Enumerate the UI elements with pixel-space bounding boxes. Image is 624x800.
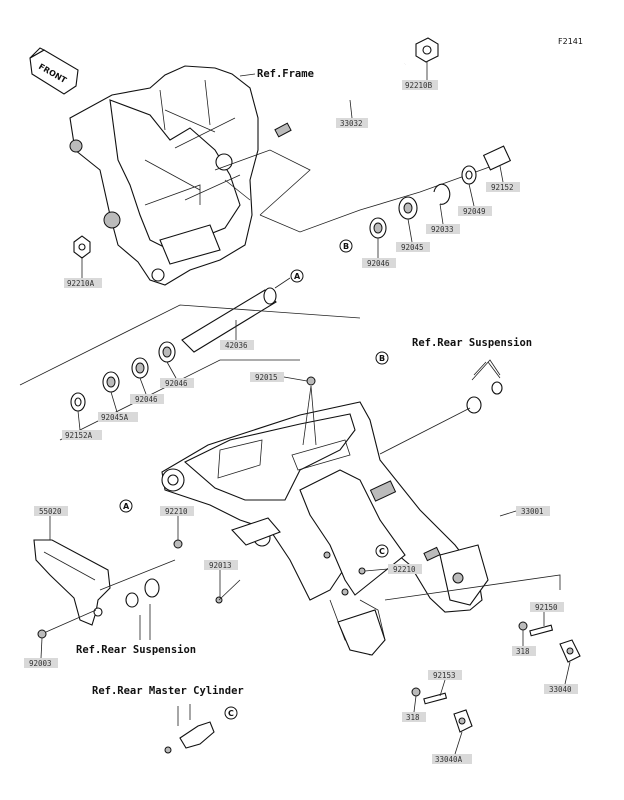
ref-frame-label: Ref.Frame	[257, 68, 314, 80]
label-92045A: 92045A	[98, 412, 138, 422]
label-92046-mid: 92046	[160, 378, 194, 388]
svg-text:42036: 42036	[225, 341, 248, 350]
svg-text:33032: 33032	[340, 119, 363, 128]
label-92152A: 92152A	[62, 430, 102, 440]
svg-text:A: A	[294, 272, 301, 281]
bolt-92153	[411, 687, 448, 705]
label-55020: 55020	[34, 506, 68, 516]
adjuster-33040A	[453, 709, 473, 733]
label-92210-mid: 92210	[160, 506, 194, 516]
label-92210-right: 92210	[388, 564, 422, 574]
svg-text:92015: 92015	[255, 373, 278, 382]
label-92033: 92033	[426, 224, 460, 234]
swingarm-drawing	[161, 401, 489, 656]
svg-text:92046: 92046	[135, 395, 158, 404]
master-cylinder-bracket	[164, 704, 215, 754]
front-arrow-icon: FRONT	[29, 47, 79, 95]
svg-text:92210: 92210	[393, 565, 416, 574]
svg-text:92153: 92153	[433, 671, 456, 680]
label-92152: 92152	[486, 182, 520, 192]
svg-text:C: C	[228, 709, 234, 718]
nut-92210B	[415, 37, 439, 63]
label-318-bottom: 318	[402, 712, 426, 722]
svg-text:B: B	[379, 354, 385, 363]
svg-text:92033: 92033	[431, 225, 454, 234]
svg-text:C: C	[379, 547, 385, 556]
svg-text:B: B	[343, 242, 349, 251]
label-92046-top: 92046	[362, 258, 396, 268]
label-33001: 33001	[516, 506, 550, 516]
ref-rear-suspension-bottom: Ref.Rear Suspension	[76, 644, 196, 656]
label-92046-low: 92046	[130, 394, 164, 404]
bolt-92150	[518, 621, 554, 637]
callout-c-bottom: C	[224, 706, 238, 720]
label-92210B: 92210B	[402, 80, 438, 90]
callout-b-mid: B	[375, 351, 389, 365]
figure-code: F2141	[558, 37, 583, 46]
svg-text:92045: 92045	[401, 243, 424, 252]
svg-text:92152: 92152	[491, 183, 514, 192]
label-92210A: 92210A	[64, 278, 102, 288]
svg-text:92046: 92046	[165, 379, 188, 388]
svg-text:33040A: 33040A	[435, 755, 463, 764]
callout-a-top: A	[290, 269, 304, 283]
svg-text:92013: 92013	[209, 561, 232, 570]
svg-text:33001: 33001	[521, 507, 544, 516]
svg-text:92049: 92049	[463, 207, 486, 216]
label-92150: 92150	[530, 602, 564, 612]
pivot-shaft	[274, 62, 406, 138]
label-92003: 92003	[24, 658, 58, 668]
label-92015: 92015	[250, 372, 284, 382]
svg-text:92150: 92150	[535, 603, 558, 612]
label-92013: 92013	[204, 560, 238, 570]
label-33040A: 33040A	[432, 754, 472, 764]
grease-nipple	[306, 376, 316, 386]
svg-text:A: A	[123, 502, 130, 511]
svg-text:55020: 55020	[39, 507, 62, 516]
ref-rear-master-cylinder: Ref.Rear Master Cylinder	[92, 685, 244, 697]
label-42036: 42036	[220, 340, 254, 350]
callout-c-mid: C	[375, 544, 389, 558]
svg-text:92210: 92210	[165, 507, 188, 516]
label-92153: 92153	[428, 670, 462, 680]
label-318-right: 318	[512, 646, 536, 656]
label-92045: 92045	[396, 242, 430, 252]
svg-text:92152A: 92152A	[65, 431, 93, 440]
callout-b-top: B	[339, 239, 353, 253]
svg-text:92210A: 92210A	[67, 279, 95, 288]
svg-text:92046: 92046	[367, 259, 390, 268]
label-33032: 33032	[336, 118, 368, 128]
svg-text:92003: 92003	[29, 659, 52, 668]
svg-text:318: 318	[516, 647, 530, 656]
pivot-tube	[181, 287, 277, 353]
callout-a-mid: A	[119, 499, 133, 513]
svg-text:92045A: 92045A	[101, 413, 129, 422]
screw-92003	[37, 609, 97, 639]
label-33040: 33040	[544, 684, 578, 694]
frame-drawing	[69, 65, 259, 286]
adjuster-33040	[559, 639, 581, 663]
label-92049: 92049	[458, 206, 492, 216]
svg-text:318: 318	[406, 713, 420, 722]
ref-rear-suspension-top: Ref.Rear Suspension	[412, 337, 532, 349]
chain-guard	[33, 539, 111, 626]
svg-text:92210B: 92210B	[405, 81, 433, 90]
svg-text:33040: 33040	[549, 685, 572, 694]
upper-bearings	[369, 145, 512, 239]
